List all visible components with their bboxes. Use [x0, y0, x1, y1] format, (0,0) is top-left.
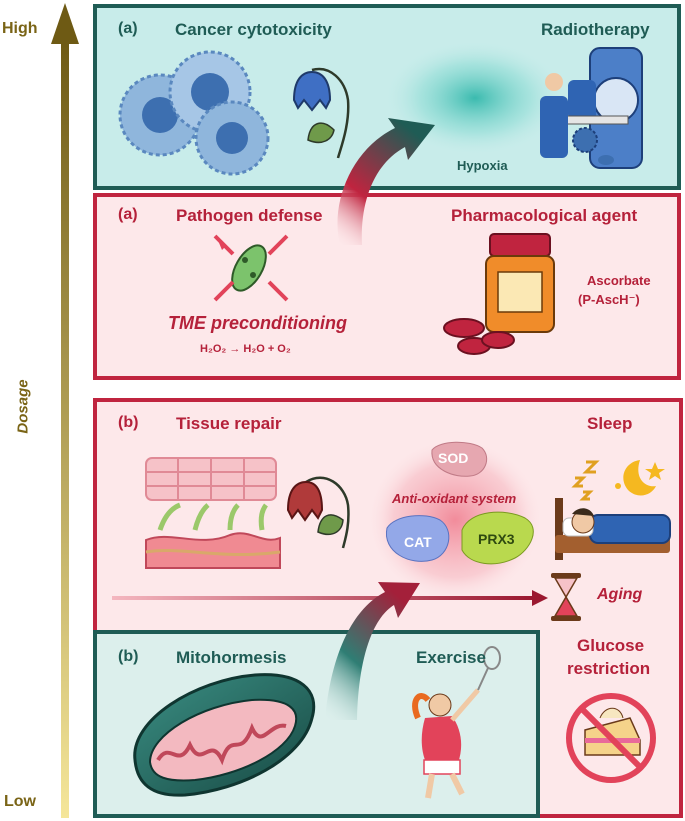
- blue-bellflower-icon: [292, 67, 350, 159]
- pharmacological-agent-title: Pharmacological agent: [451, 206, 638, 225]
- sleep-title: Sleep: [587, 414, 633, 433]
- growth-arrows-icon: [157, 502, 269, 531]
- pathogen-defense-title: Pathogen defense: [176, 206, 323, 225]
- no-cake-icon: [566, 693, 656, 783]
- exercise-title: Exercise: [416, 648, 486, 667]
- pressure-arrows-icon: [213, 234, 289, 302]
- exercise-person-icon: [412, 646, 501, 799]
- sleeping-person-icon: [555, 498, 671, 560]
- wilted-flower-icon: [286, 476, 350, 549]
- glucose-label: Glucose: [577, 636, 645, 655]
- sod-protein-shape: [431, 441, 488, 477]
- mitohormesis-title: Mitohormesis: [176, 648, 287, 667]
- cat-label: CAT: [404, 534, 432, 550]
- axis-arrowhead: [51, 3, 79, 44]
- tissue-cells-icon: [145, 457, 277, 501]
- tissue-repair-title: Tissue repair: [176, 414, 282, 433]
- aging-line: [112, 596, 532, 600]
- aging-arrowhead: [532, 590, 548, 606]
- p-asch-label: (P-AscH⁻): [578, 292, 640, 307]
- radiotherapy-machine-icon: [540, 47, 643, 169]
- cancer-cytotoxicity-title: Cancer cytotoxicity: [175, 20, 332, 39]
- axis-high-label: High: [2, 20, 38, 37]
- axis-shaft: [61, 40, 69, 818]
- ascorbate-label: Ascorbate: [587, 273, 651, 288]
- panel-b-top-tag: (b): [118, 414, 139, 431]
- cat-protein-shape: [386, 515, 450, 562]
- arrow-to-antioxidant-system: [325, 582, 420, 720]
- sleep-z-moon-icon: [571, 460, 665, 501]
- panel-a-top-tag: (a): [118, 20, 138, 37]
- restriction-label: restriction: [567, 659, 651, 678]
- prx3-label: PRX3: [478, 531, 515, 547]
- aging-label: Aging: [597, 586, 643, 603]
- prx3-protein-shape: [461, 511, 534, 565]
- panel-pathogen-defense: [93, 193, 681, 380]
- radiotherapy-title: Radiotherapy: [541, 20, 650, 39]
- bacterium-icon: [231, 244, 267, 292]
- wound-tissue-icon: [145, 532, 281, 569]
- cancer-cells-icon: [118, 50, 270, 176]
- axis-low-label: Low: [4, 793, 36, 810]
- panel-a-bottom-tag: (a): [118, 206, 138, 223]
- arrow-to-cancer-cytotoxicity: [337, 118, 435, 245]
- sod-label: SOD: [438, 450, 469, 466]
- mitochondrion-icon: [133, 673, 316, 797]
- tme-preconditioning-label: TME preconditioning: [168, 313, 347, 333]
- reaction-equation: H₂O₂ → H₂O + O₂: [200, 343, 291, 355]
- hourglass-icon: [551, 573, 581, 621]
- pill-bottle-icon: [443, 233, 555, 355]
- panel-b-bottom-tag: (b): [118, 648, 139, 665]
- antioxidant-system-label: Anti-oxidant system: [392, 491, 517, 506]
- hypoxia-label: Hypoxia: [457, 158, 508, 173]
